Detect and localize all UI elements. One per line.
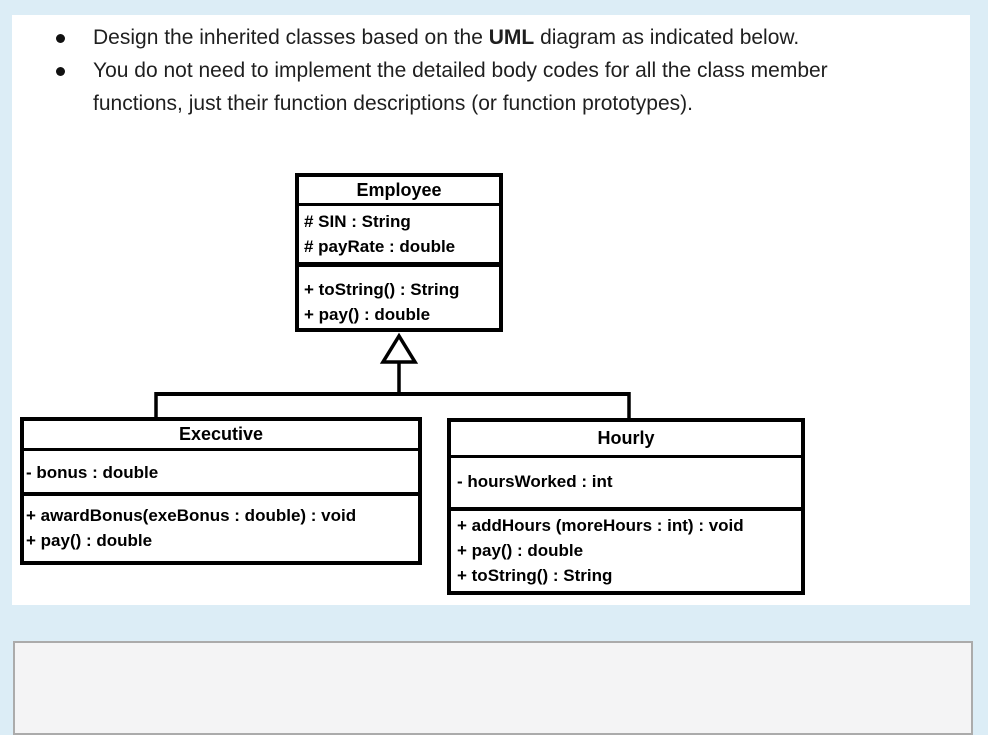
uml-method: + toString() : String [457,566,613,585]
inheritance-triangle-icon [379,332,419,364]
uml-method: + pay() : double [26,531,153,550]
uml-method: + awardBonus(exeBonus : double) : void [26,506,357,525]
bullet-marker-icon [56,34,65,43]
uml-method: + addHours (moreHours : int) : void [457,516,744,535]
uml-attribute: - bonus : double [26,463,159,482]
uml-attribute: # SIN : String [304,212,411,231]
bullet-marker-icon [56,67,65,76]
uml-method: + toString() : String [304,280,460,299]
uml-attributes-section: - hoursWorked : int [451,458,801,511]
instruction-text-line: functions, just their function descripti… [93,92,693,115]
uml-class-title: Hourly [451,422,801,458]
uml-methods-section: + toString() : String + pay() : double [299,267,499,327]
instruction-bullet: Design the inherited classes based on th… [56,21,956,54]
instruction-text-segment: diagram as indicated below. [534,26,800,49]
instruction-text-line: You do not need to implement the detaile… [93,59,828,82]
uml-attribute: - hoursWorked : int [457,472,613,491]
uml-methods-section: + addHours (moreHours : int) : void + pa… [451,511,801,588]
uml-attribute: # payRate : double [304,237,456,256]
instruction-text-segment: Design the inherited classes based on th… [93,26,489,49]
content-panel: Design the inherited classes based on th… [12,15,970,605]
instruction-text: Design the inherited classes based on th… [93,21,956,54]
uml-class-executive: Executive - bonus : double + awardBonus(… [20,417,422,565]
instruction-list: Design the inherited classes based on th… [56,21,956,120]
uml-method: + pay() : double [304,305,431,324]
uml-attributes-section: - bonus : double [24,451,418,496]
uml-attributes-section: # SIN : String # payRate : double [299,206,499,267]
uml-class-employee: Employee # SIN : String # payRate : doub… [295,173,503,332]
instruction-text: You do not need to implement the detaile… [93,54,956,120]
uml-method: + pay() : double [457,541,584,560]
uml-class-title: Employee [299,177,499,206]
instruction-bullet: You do not need to implement the detaile… [56,54,956,120]
inheritance-connector [154,332,631,421]
uml-class-title: Executive [24,421,418,451]
uml-methods-section: + awardBonus(exeBonus : double) : void +… [24,496,418,553]
answer-box[interactable] [13,641,973,735]
uml-class-hourly: Hourly - hoursWorked : int + addHours (m… [447,418,805,595]
instruction-text-segment-bold: UML [488,26,535,49]
